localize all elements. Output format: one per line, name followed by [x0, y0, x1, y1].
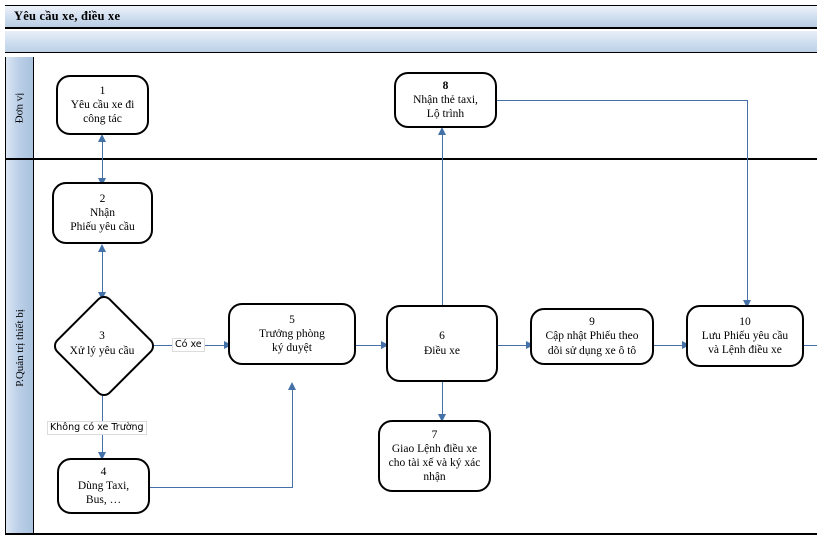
node-number: 9: [589, 316, 595, 329]
arrowhead-n3-to-n4: [97, 452, 106, 460]
connector-n6-to-n9: [498, 345, 530, 347]
connector-n4-to-n5-horizontal: [150, 487, 293, 489]
node-label: Điều xe: [423, 344, 461, 357]
node-number: 6: [439, 330, 445, 343]
node-number: 1: [99, 84, 106, 97]
connector-n4-to-n5-vertical: [292, 388, 294, 488]
node-number: 8: [442, 79, 449, 92]
connector-n10-to-offpage: [804, 345, 817, 347]
swimlane-label-text: Đơn vị: [13, 92, 26, 123]
node-number: 2: [99, 192, 106, 205]
node-label: Xử lý yêu cầu: [69, 344, 135, 357]
secondary-band: [5, 31, 817, 53]
node-number: 7: [431, 428, 438, 441]
connector-n8-to-n10-horizontal: [497, 100, 748, 102]
swimlane-body-don-vi: [34, 57, 817, 160]
arrowhead-n6-to-n8: [437, 127, 446, 135]
arrowhead-n3-to-n2: [97, 244, 106, 252]
node-label: Dùng Taxi,Bus, …: [77, 479, 130, 506]
arrowhead-to-n1: [97, 134, 106, 142]
node-number: 10: [739, 315, 751, 328]
swimlane-label-quan-tri-thiet-bi: P.Quản trị thiết bị: [6, 160, 33, 535]
process-node-8[interactable]: 8 Nhận thẻ taxi,Lộ trình: [394, 72, 497, 128]
connector-n6-to-n8: [442, 133, 444, 305]
swimlane-label-column: Đơn vị P.Quản trị thiết bị: [5, 57, 34, 535]
connector-n2-to-n3: [102, 248, 104, 296]
edge-label-co-xe: Có xe: [172, 338, 205, 352]
arrowhead-n5-to-n6: [381, 340, 389, 349]
decision-node-3[interactable]: 3 Xử lý yêu cầu: [50, 291, 158, 400]
node-label: Nhận thẻ taxi,Lộ trình: [413, 93, 478, 120]
swimlane-label-don-vi: Đơn vị: [6, 57, 33, 160]
arrowhead-n6-to-n7: [437, 414, 446, 422]
process-node-4[interactable]: 4 Dùng Taxi,Bus, …: [57, 458, 150, 514]
node-number: 3: [99, 330, 105, 343]
frame-bottom-border: [5, 533, 817, 535]
edge-label-khong-co-xe: Không có xe Trường: [47, 421, 147, 435]
connector-n6-to-n7: [442, 382, 444, 420]
title-bar: Yêu cầu xe, điều xe: [5, 5, 817, 29]
node-number: 4: [100, 465, 107, 478]
connector-n5-to-n6: [356, 345, 386, 347]
swimlane-label-text: P.Quản trị thiết bị: [13, 308, 26, 387]
page-title: Yêu cầu xe, điều xe: [14, 9, 121, 23]
arrowhead-n4-to-n5: [287, 382, 296, 390]
process-node-6[interactable]: 6 Điều xe: [386, 305, 498, 382]
node-number: 5: [289, 313, 295, 326]
connector-n8-to-n10-vertical: [747, 100, 749, 305]
arrowhead-n8-to-n10: [742, 300, 751, 308]
connector-n2-to-n1: [102, 140, 104, 180]
connector-n9-to-n10: [654, 345, 686, 347]
